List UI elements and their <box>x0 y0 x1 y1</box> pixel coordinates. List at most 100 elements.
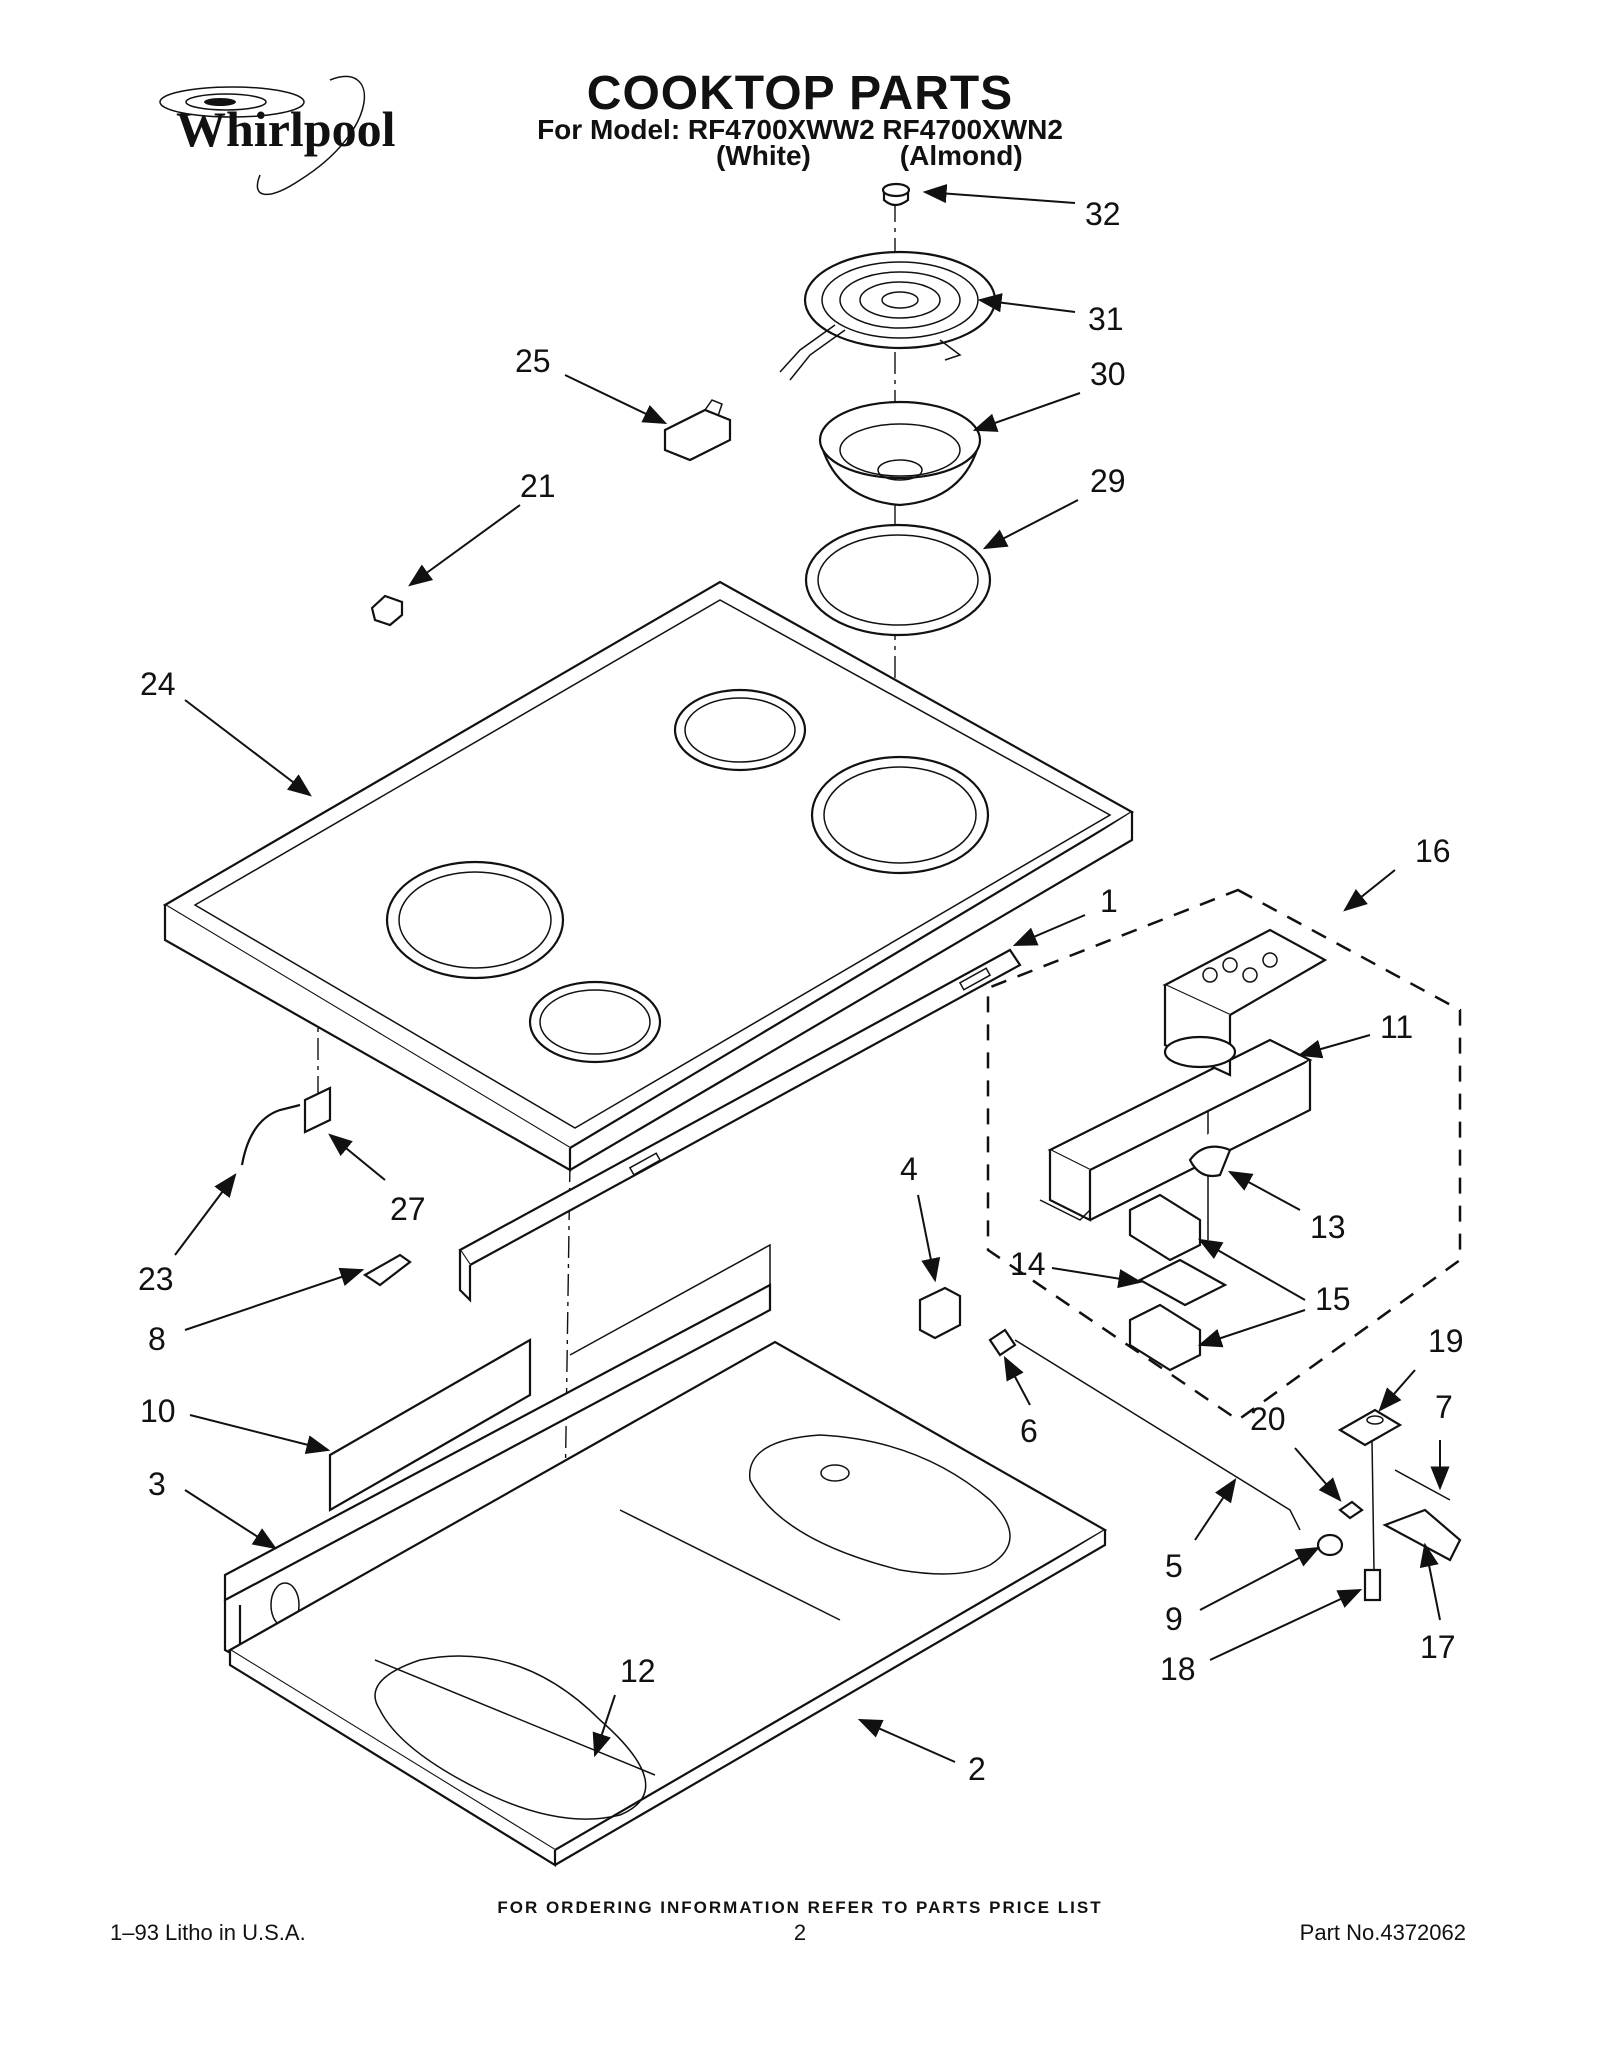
variant-white: (White) <box>716 140 811 171</box>
callout-23: 23 <box>138 1261 174 1297</box>
part-27-hinge <box>240 1086 332 1166</box>
leader-14 <box>1051 1267 1143 1289</box>
leader-29 <box>982 499 1079 550</box>
variant-almond: (Almond) <box>899 140 1023 171</box>
page-title: COOKTOP PARTS <box>586 67 1014 120</box>
callout-31: 31 <box>1088 301 1124 337</box>
part-2-main-panel <box>227 1340 1108 1867</box>
leader-5 <box>1194 1478 1237 1541</box>
litho-note: 1–93 Litho in U.S.A. <box>110 1920 306 1945</box>
ordering-note: FOR ORDERING INFORMATION REFER TO PARTS … <box>497 1898 1103 1917</box>
leader-6 <box>1003 1355 1031 1406</box>
leader-16 <box>1343 869 1396 912</box>
model-variants: (White) (Almond) <box>716 140 1023 172</box>
page-number: 2 <box>793 1920 807 1945</box>
part-17-bracket <box>1382 1508 1462 1562</box>
centerline-bracket <box>1371 1439 1375 1571</box>
leader-13 <box>1227 1170 1301 1211</box>
part-6-fitting <box>988 1328 1017 1357</box>
part-1-bracket <box>458 948 1022 1303</box>
part-29-trim-ring <box>804 523 992 637</box>
part-24-cooktop <box>162 580 1135 1172</box>
part-25-terminal-block <box>663 399 732 462</box>
leader-18 <box>1209 1588 1363 1661</box>
part-5-rod <box>1014 1339 1301 1531</box>
callout-9: 9 <box>1165 1601 1183 1637</box>
leader-23 <box>174 1173 237 1256</box>
callout-29: 29 <box>1090 463 1126 499</box>
callout-21: 21 <box>520 468 556 504</box>
part-7-linkage <box>1394 1469 1451 1501</box>
callout-2: 2 <box>968 1751 986 1787</box>
callout-4: 4 <box>900 1151 918 1187</box>
leader-15b <box>1197 1309 1306 1348</box>
leader-4 <box>917 1194 941 1283</box>
callout-24: 24 <box>140 666 176 702</box>
callout-11: 11 <box>1380 1009 1413 1045</box>
callout-19: 19 <box>1428 1323 1464 1359</box>
leader-25 <box>564 374 668 425</box>
part-14-insulator <box>1137 1258 1228 1307</box>
leader-12 <box>592 1694 616 1758</box>
callout-10: 10 <box>140 1393 176 1429</box>
callout-5: 5 <box>1165 1548 1183 1584</box>
callout-13: 13 <box>1310 1209 1346 1245</box>
leader-17 <box>1419 1542 1441 1621</box>
leader-32 <box>922 184 1076 204</box>
callout-18: 18 <box>1160 1651 1196 1687</box>
part-15-switch-upper <box>1128 1193 1202 1262</box>
part-13-stop <box>1188 1145 1232 1178</box>
part-18-screw <box>1363 1568 1382 1602</box>
part-30-drip-bowl <box>818 400 982 507</box>
callout-30: 30 <box>1090 356 1126 392</box>
leader-24 <box>184 699 312 797</box>
part-16-infinite-switch <box>1162 928 1328 1077</box>
callout-14: 14 <box>1010 1246 1046 1282</box>
leader-21 <box>408 504 521 587</box>
leader-8 <box>184 1267 365 1331</box>
callout-17: 17 <box>1420 1629 1456 1665</box>
callout-12: 12 <box>620 1653 656 1689</box>
leader-11 <box>1297 1034 1371 1059</box>
callout-32: 32 <box>1085 196 1121 232</box>
callout-16: 16 <box>1415 833 1451 869</box>
callout-3: 3 <box>148 1466 166 1502</box>
part-16-switch-group-outline <box>986 888 1462 1422</box>
part-32-cap <box>881 182 911 207</box>
leader-30 <box>972 392 1081 432</box>
part-11-switch-bracket <box>1039 1038 1313 1222</box>
part-21-clip <box>370 594 404 627</box>
leader-1 <box>1012 914 1086 946</box>
leader-2 <box>857 1719 956 1763</box>
part-31-surface-element <box>779 250 997 381</box>
callout-8: 8 <box>148 1321 166 1357</box>
leader-20 <box>1294 1447 1342 1502</box>
part-19-lever <box>1337 1408 1403 1447</box>
leader-15a <box>1197 1238 1306 1301</box>
callout-25: 25 <box>515 343 551 379</box>
part-number: Part No.4372062 <box>1299 1920 1466 1945</box>
part-10-shield <box>328 1338 532 1512</box>
part-8-bracket <box>362 1253 412 1287</box>
leader-3 <box>184 1489 278 1550</box>
part-15-switch-lower <box>1128 1303 1202 1372</box>
callout-15: 15 <box>1315 1281 1351 1317</box>
part-4-switch <box>918 1286 962 1340</box>
callout-labels: 32 31 25 30 21 29 24 16 1 11 4 13 14 15 … <box>138 196 1464 1787</box>
callout-6: 6 <box>1020 1413 1038 1449</box>
leader-31 <box>977 293 1076 313</box>
leader-lines <box>174 184 1450 1763</box>
part-9-nut <box>1316 1533 1344 1557</box>
callout-1: 1 <box>1100 883 1118 919</box>
callout-20: 20 <box>1250 1401 1286 1437</box>
leader-27 <box>328 1133 386 1181</box>
callout-27: 27 <box>390 1191 426 1227</box>
leader-10 <box>189 1414 331 1454</box>
leader-9 <box>1199 1546 1321 1611</box>
brand-name: Whirlpool <box>176 101 396 157</box>
part-20-washer <box>1338 1500 1364 1520</box>
callout-7: 7 <box>1435 1389 1453 1425</box>
model-line: For Model: RF4700XWW2 RF4700XWN2 <box>537 114 1063 145</box>
